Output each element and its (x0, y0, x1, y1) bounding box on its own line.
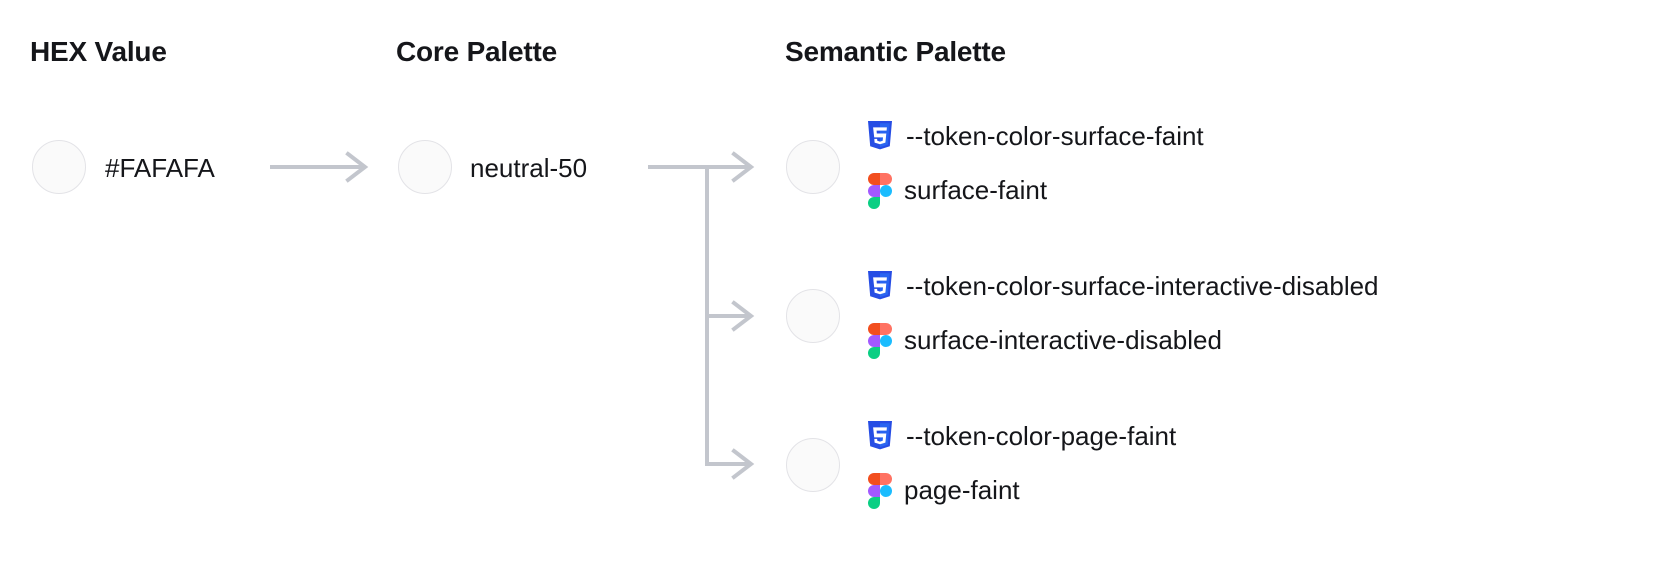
figma-icon (868, 173, 892, 209)
arrow-head-core-to-semantic-2 (731, 448, 755, 480)
semantic-token-group-1: --token-color-surface-interactive-disabl… (866, 268, 1379, 359)
css-variable-label-2: --token-color-page-faint (906, 421, 1177, 451)
figma-token-row-0: surface-faint (866, 172, 1204, 209)
arrow-head-core-to-semantic-0 (731, 151, 755, 183)
figma-token-row-2: page-faint (866, 472, 1176, 509)
css-variable-row-1: --token-color-surface-interactive-disabl… (866, 268, 1379, 304)
arrow-head-hex-to-core (345, 151, 369, 183)
semantic-token-group-2: --token-color-page-faint page-faint (866, 418, 1176, 509)
css-variable-row-2: --token-color-page-faint (866, 418, 1176, 454)
column-heading-hex-value: HEX Value (30, 36, 167, 67)
css3-icon (866, 121, 894, 151)
column-heading-semantic-palette: Semantic Palette (785, 36, 1006, 67)
color-swatch-semantic-0[interactable] (786, 140, 840, 194)
arrow-head-core-to-semantic-1 (731, 300, 755, 332)
css-variable-label-1: --token-color-surface-interactive-disabl… (906, 271, 1379, 301)
color-swatch-semantic-2[interactable] (786, 438, 840, 492)
figma-icon (868, 323, 892, 359)
css3-icon (866, 271, 894, 301)
css-variable-label-0: --token-color-surface-faint (906, 121, 1204, 151)
hex-value-label: #FAFAFA (105, 153, 215, 183)
core-palette-value-label: neutral-50 (470, 153, 588, 183)
figma-icon (868, 473, 892, 509)
color-swatch-hex[interactable] (32, 140, 86, 194)
figma-token-label-1: surface-interactive-disabled (904, 325, 1222, 355)
column-heading-core-palette: Core Palette (396, 36, 557, 67)
figma-token-row-1: surface-interactive-disabled (866, 322, 1379, 359)
color-swatch-semantic-1[interactable] (786, 289, 840, 343)
figma-token-label-2: page-faint (904, 475, 1020, 505)
css3-icon (866, 421, 894, 451)
css-variable-row-0: --token-color-surface-faint (866, 118, 1204, 154)
figma-token-label-0: surface-faint (904, 175, 1048, 205)
semantic-token-group-0: --token-color-surface-faint surface-fain… (866, 118, 1204, 209)
color-swatch-core[interactable] (398, 140, 452, 194)
